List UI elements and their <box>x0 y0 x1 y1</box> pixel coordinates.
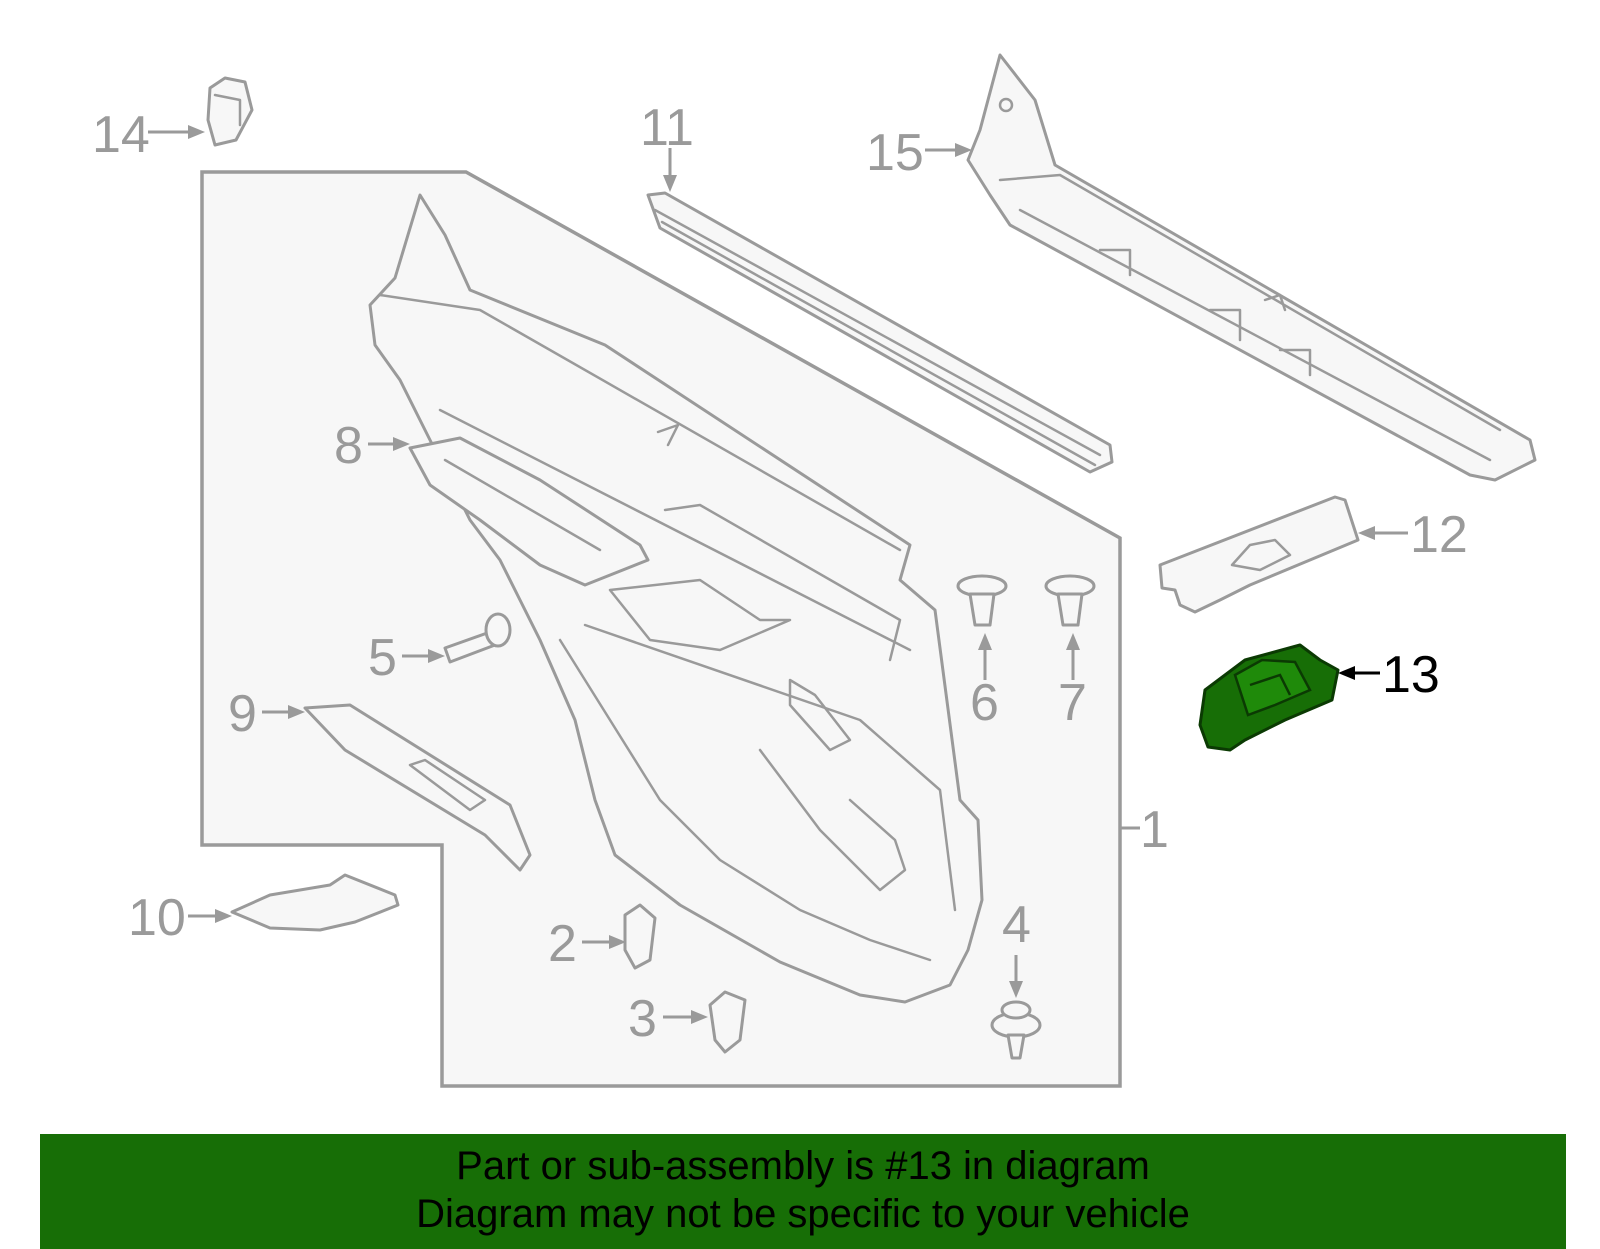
leader-2 <box>582 935 626 949</box>
callout-15: 15 <box>866 124 924 182</box>
callout-6: 6 <box>970 674 999 732</box>
banner-line-1: Part or sub-assembly is #13 in diagram <box>456 1144 1150 1188</box>
callout-7: 7 <box>1058 674 1087 732</box>
window-channel-part-11 <box>646 191 1114 474</box>
leader-5 <box>402 649 445 663</box>
leader-11 <box>663 148 677 192</box>
callout-2: 2 <box>548 915 577 973</box>
callout-4: 4 <box>1002 896 1031 954</box>
callout-3: 3 <box>628 990 657 1048</box>
leader-4 <box>1009 955 1023 998</box>
banner-line-2: Diagram may not be specific to your vehi… <box>416 1192 1190 1236</box>
callout-5: 5 <box>368 629 397 687</box>
pull-trim-part-9 <box>303 703 532 872</box>
leader-7 <box>1066 633 1080 680</box>
callout-8: 8 <box>334 417 363 475</box>
leader-13 <box>1338 666 1380 680</box>
callout-10: 10 <box>128 889 186 947</box>
armrest-part-8 <box>408 436 650 587</box>
bezel-part-10 <box>230 873 400 932</box>
leader-15 <box>925 143 972 157</box>
push-pin-part-4 <box>990 1000 1042 1060</box>
clip-part-2 <box>623 903 657 970</box>
callout-14: 14 <box>92 106 150 164</box>
leader-8 <box>368 437 410 451</box>
leader-9 <box>262 705 305 719</box>
clip-part-14 <box>206 76 254 147</box>
leader-6 <box>978 633 992 680</box>
switch-bezel-part-12 <box>1158 495 1360 614</box>
callout-11: 11 <box>640 99 694 157</box>
screw-part-5 <box>443 612 512 664</box>
clip-part-3 <box>708 990 747 1054</box>
callout-12: 12 <box>1410 506 1468 564</box>
leader-10 <box>188 909 232 923</box>
belt-rail-part-15 <box>966 53 1537 482</box>
callout-1: 1 <box>1140 801 1169 859</box>
leader-14 <box>148 125 205 139</box>
leader-3 <box>663 1010 708 1024</box>
info-banner: Part or sub-assembly is #13 in diagram D… <box>40 1134 1566 1249</box>
callout-9: 9 <box>228 685 257 743</box>
window-switch-part-13 <box>1198 643 1340 752</box>
retainer-part-6 <box>956 574 1008 627</box>
callout-13: 13 <box>1382 646 1440 704</box>
retainer-part-7 <box>1044 574 1096 627</box>
door-trim-panel <box>368 193 984 1004</box>
leader-12 <box>1358 526 1408 540</box>
